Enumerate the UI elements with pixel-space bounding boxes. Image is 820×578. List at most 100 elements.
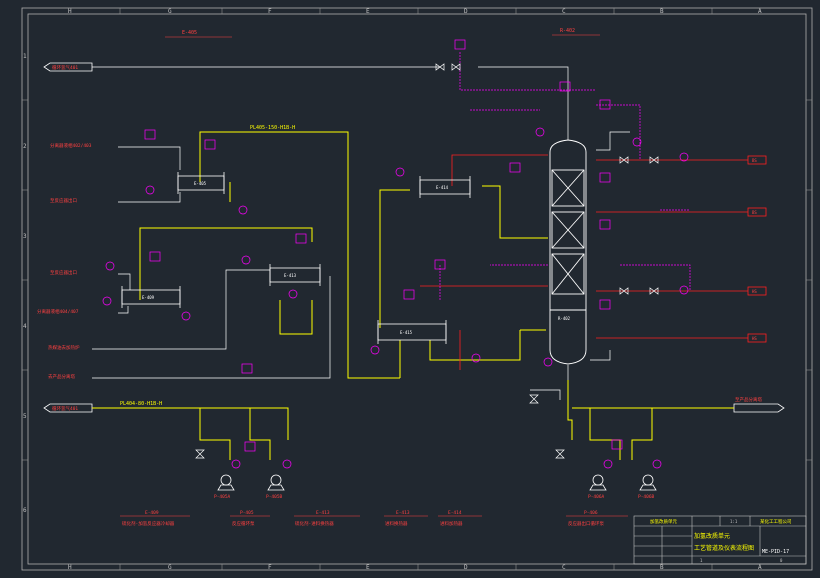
legend-desc: 硫化剂-进料换热器 xyxy=(295,520,334,527)
valve xyxy=(451,63,461,71)
col-letter: F xyxy=(268,564,272,571)
scale: 1:1 xyxy=(730,519,738,524)
col-letter: D xyxy=(464,8,468,15)
instrument-circle xyxy=(471,353,481,363)
legend-desc: 反应循环泵 xyxy=(232,520,255,527)
title-block-text: 某化工工程公司 加氢改质单元 加氢改质单元 工艺管道及仪表流程图 ME-PID-… xyxy=(650,518,792,563)
instrument-box xyxy=(454,39,466,50)
instrument-box xyxy=(509,162,521,173)
col-letter: F xyxy=(268,8,272,15)
offpage-connectors-right xyxy=(747,155,767,343)
valve xyxy=(619,156,629,164)
frame-ticks xyxy=(22,8,812,570)
col-letter: B xyxy=(660,564,664,571)
instrument-box xyxy=(434,259,446,270)
sheet: 1 xyxy=(700,558,703,563)
instrument-circle xyxy=(181,311,191,321)
offpage-labels-right: BS BS HS HS xyxy=(752,158,757,341)
col-letter: G xyxy=(168,564,172,571)
pump-p406a xyxy=(589,474,607,491)
pump-p405a xyxy=(217,474,235,491)
row-number: 4 xyxy=(23,323,27,330)
frame-col-letters-top: H G F E D C B A xyxy=(68,8,762,15)
legend-title: P-406 xyxy=(584,510,598,516)
offpage-label: 分离器液相402/403 xyxy=(50,142,92,149)
offpage-label: 分离器液相404/407 xyxy=(37,308,79,315)
col-letter: B xyxy=(660,8,664,15)
revision: 0 xyxy=(780,558,783,563)
valve-symbols xyxy=(195,63,659,459)
instrument-circle xyxy=(395,167,405,177)
offpage-label-right: 至产品分离塔 xyxy=(735,396,762,403)
drawing-subtitle: 工艺管道及仪表流程图 xyxy=(694,544,754,552)
instrument-circle xyxy=(679,285,689,295)
col-letter: E xyxy=(366,564,370,571)
exchanger-e405 xyxy=(177,172,225,194)
col-letter: C xyxy=(562,564,566,571)
bottom-legend: E-409 P-405 E-413 E-413 E-414 P-406 硫化剂-… xyxy=(122,510,604,527)
legend-title: E-413 xyxy=(316,510,330,516)
e415-tag: E-415 xyxy=(400,330,413,335)
instrument-circle xyxy=(543,357,553,367)
pump-tag: P-405B xyxy=(266,494,283,500)
pump-p406b xyxy=(639,474,657,491)
instrument-box xyxy=(599,219,611,230)
pump-tag: P-406B xyxy=(638,494,655,500)
reactor-r402 xyxy=(549,139,587,365)
utility-lines xyxy=(92,66,630,400)
instrument-box xyxy=(144,129,156,140)
legend-desc: 硫化剂-加氢反应器冷却器 xyxy=(122,520,175,527)
frame-col-letters-bottom: H G F E D C B A xyxy=(68,564,762,571)
instrument-box xyxy=(599,172,611,183)
row-number: 5 xyxy=(23,413,27,420)
instrument-circle xyxy=(241,255,251,265)
company-name: 某化工工程公司 xyxy=(760,518,792,525)
row-number: 1 xyxy=(23,53,27,60)
legend-desc: 反应器出口循环泵 xyxy=(568,520,604,527)
offpage-arrow-right xyxy=(733,403,785,413)
instrument-circle xyxy=(282,459,292,469)
valve xyxy=(649,287,659,295)
pipe-label-bottom: PL404-80-H1B-H xyxy=(120,401,162,407)
valve xyxy=(435,63,445,71)
exchanger-e414 xyxy=(419,176,471,198)
instrument-box xyxy=(204,139,216,150)
project-name: 加氢改质单元 xyxy=(650,518,677,525)
instrument-circle xyxy=(238,205,248,215)
legend-title: P-405 xyxy=(240,510,254,516)
red-lines xyxy=(420,154,748,370)
col-letter: H xyxy=(68,8,72,15)
instrument-circle xyxy=(632,137,642,147)
col-letter: G xyxy=(168,8,172,15)
pump-tag: P-406A xyxy=(588,494,605,500)
col-letter: E xyxy=(366,8,370,15)
legend-title: E-413 xyxy=(396,510,410,516)
instrument-box xyxy=(149,251,161,262)
instrument-lines xyxy=(439,52,691,300)
instrument-circle xyxy=(679,152,689,162)
pump-p405b xyxy=(267,474,285,491)
instrument-circle xyxy=(102,296,112,306)
exchanger-e413 xyxy=(269,264,321,286)
valve xyxy=(555,449,565,459)
pump-tag: P-405A xyxy=(214,494,231,500)
offpage-labels-left: 循环氢气401 分离器液相402/403 至反应器出口 至反应器出口 分离器液相… xyxy=(37,64,92,412)
e414-tag: E-414 xyxy=(436,185,449,190)
row-number: 6 xyxy=(23,507,27,514)
drawing-title: 加氢改质单元 xyxy=(694,532,730,540)
row-number: 2 xyxy=(23,143,27,150)
valve xyxy=(195,449,205,459)
e405-top-tag: E-405 xyxy=(182,30,197,36)
row-number: 3 xyxy=(23,233,27,240)
instrument-circle xyxy=(105,261,115,271)
offpage-label: 至反应器出口 xyxy=(50,269,77,276)
valve xyxy=(619,287,629,295)
col-letter: A xyxy=(758,8,762,15)
instrument-box xyxy=(295,233,307,244)
process-lines xyxy=(92,131,734,460)
legend-title: E-414 xyxy=(448,510,462,516)
pump-tags: P-405A P-405B P-406A P-406B xyxy=(214,494,655,500)
instrument-circle xyxy=(603,459,613,469)
exchanger-e415 xyxy=(377,320,447,344)
offpage-label: BS xyxy=(752,158,757,163)
